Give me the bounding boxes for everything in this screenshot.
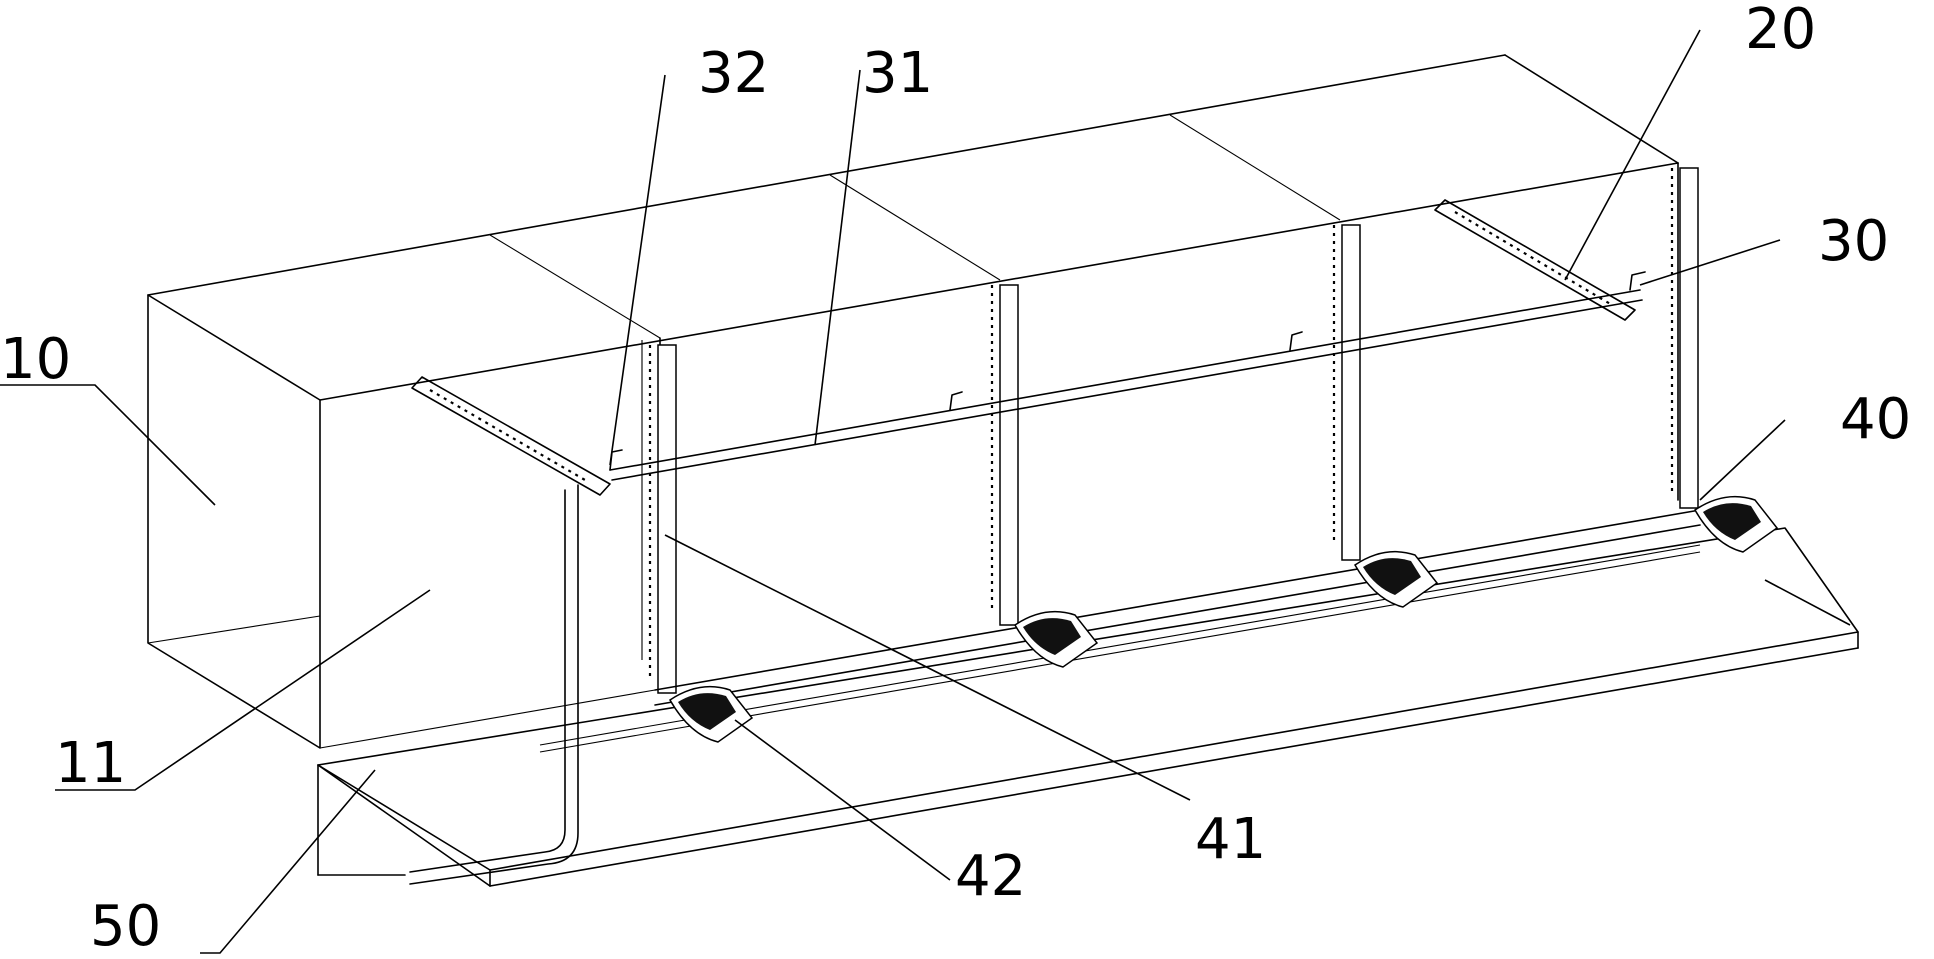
drain-pipe — [409, 484, 579, 885]
label-32: 32 — [698, 41, 769, 106]
leader-lines — [0, 29, 1851, 954]
housing-outline — [147, 54, 1679, 749]
hooks — [609, 271, 1646, 471]
fan-3 — [1354, 550, 1439, 608]
vertical-pipe-3 — [1332, 224, 1361, 561]
label-11: 11 — [55, 731, 126, 796]
tray-50 — [317, 527, 1859, 887]
label-42: 42 — [955, 844, 1026, 909]
label-30: 30 — [1818, 209, 1889, 274]
plate-right — [1434, 199, 1636, 321]
plate-left — [411, 376, 611, 496]
vertical-pipe-2 — [990, 284, 1019, 626]
label-10: 10 — [0, 327, 71, 392]
rod-31 — [609, 289, 1643, 481]
label-40: 40 — [1840, 387, 1911, 452]
fan-1 — [669, 685, 754, 743]
label-50: 50 — [90, 894, 161, 959]
label-20: 20 — [1745, 0, 1816, 62]
vertical-pipe-1 — [641, 340, 677, 694]
label-41: 41 — [1195, 807, 1266, 872]
label-31: 31 — [862, 41, 933, 106]
fan-4 — [1694, 495, 1779, 553]
vertical-pipe-4 — [1670, 167, 1699, 509]
fan-2 — [1014, 610, 1099, 668]
